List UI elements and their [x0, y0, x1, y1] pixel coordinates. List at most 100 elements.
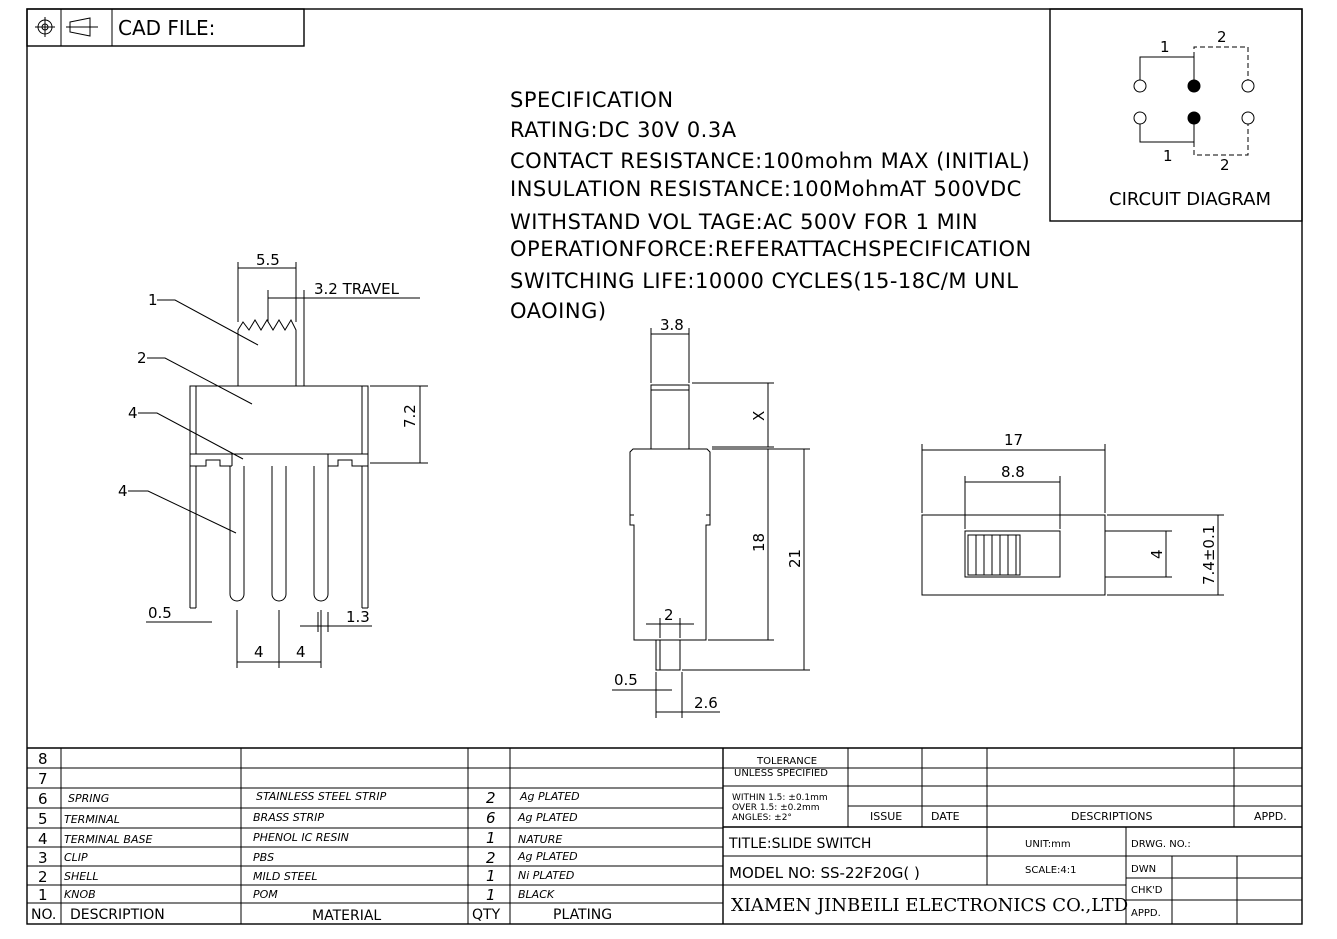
projection-symbol-icon	[35, 17, 98, 37]
bom-material: PHENOL IC RESIN	[253, 831, 349, 844]
bom-description: TERMINAL	[64, 813, 120, 826]
spec-line: RATING:DC 30V 0.3A	[510, 118, 737, 142]
revision-block: TOLERANCE UNLESS SPECIFIED WITHIN 1.5: ±…	[723, 748, 1302, 828]
scale-label: SCALE:4:1	[1025, 865, 1077, 876]
circuit-diagram: 1 2 1 2 CIRCUIT DIAGRAM	[1049, 8, 1303, 222]
dim-label: 4	[1148, 549, 1166, 559]
dim-label: 4	[254, 643, 264, 661]
tolerance-within: WITHIN 1.5: ±0.1mm	[732, 793, 828, 803]
dim-label: X	[750, 411, 768, 421]
spec-line: SWITCHING LIFE:10000 CYCLES(15-18C/M UNL	[510, 269, 1018, 293]
bom-no: 5	[38, 810, 48, 828]
bom-no: 6	[38, 790, 48, 808]
checked-by-label: CHK'D	[1131, 885, 1163, 896]
part-callout: 4	[128, 404, 138, 422]
dim-label: 8.8	[1001, 463, 1025, 481]
bom-row: 4 TERMINAL BASE PHENOL IC RESIN 1 NATURE	[38, 829, 562, 848]
bom-material: MILD STEEL	[253, 870, 318, 883]
bom-plating: Ag PLATED	[519, 790, 580, 803]
bom-plating: NATURE	[518, 833, 562, 846]
bom-row: 7	[38, 770, 48, 788]
tolerance-over: OVER 1.5: ±0.2mm	[732, 803, 819, 813]
dim-label: 1.3	[346, 608, 370, 626]
circuit-number: 2	[1220, 156, 1230, 174]
bom-description: CLIP	[64, 851, 88, 864]
issue-header: ISSUE	[870, 810, 902, 823]
dim-label: 2	[664, 606, 674, 624]
bom-no: 2	[38, 868, 48, 886]
bom-table: 8 7 6 SPRING STAINLESS STEEL STRIP 2 Ag …	[27, 747, 1302, 924]
approved-by-label: APPD.	[1131, 908, 1161, 919]
drawing-border	[26, 8, 1303, 925]
drawing-title: TITLE:SLIDE SWITCH	[728, 836, 871, 852]
bom-description: KNOB	[64, 888, 96, 901]
bom-plating: Ni PLATED	[518, 869, 574, 882]
dim-label: 3.8	[660, 316, 684, 334]
bom-row: 6 SPRING STAINLESS STEEL STRIP 2 Ag PLAT…	[38, 789, 580, 808]
bom-description: TERMINAL BASE	[64, 833, 152, 846]
bom-qty: 2	[486, 789, 496, 807]
tolerance-title: TOLERANCE	[756, 756, 817, 767]
circuit-number: 1	[1163, 147, 1173, 165]
bom-header-no: NO.	[31, 907, 56, 923]
spec-line: OAOING)	[510, 299, 607, 323]
info-block: TITLE:SLIDE SWITCH MODEL NO: SS-22F20G( …	[723, 827, 1302, 924]
spec-line: INSULATION RESISTANCE:100MohmAT 500VDC	[510, 177, 1022, 201]
bom-material: POM	[253, 888, 278, 901]
bom-material: STAINLESS STEEL STRIP	[256, 790, 387, 803]
date-header: DATE	[931, 810, 960, 823]
spec-heading: SPECIFICATION	[510, 88, 674, 112]
circuit-diagram-label: CIRCUIT DIAGRAM	[1109, 189, 1271, 210]
spec-line: CONTACT RESISTANCE:100mohm MAX (INITIAL)	[510, 149, 1030, 173]
spec-line: OPERATIONFORCE:REFERATTACHSPECIFICATION	[510, 237, 1032, 261]
dim-label: 5.5	[256, 251, 280, 269]
bom-row: 2 SHELL MILD STEEL 1 Ni PLATED	[38, 867, 574, 886]
cad-file-box: CAD FILE:	[26, 8, 305, 47]
bom-qty: 1	[486, 829, 496, 847]
tolerance-subtitle: UNLESS SPECIFIED	[734, 768, 828, 779]
bom-header-description: DESCRIPTION	[70, 907, 165, 923]
descriptions-header: DESCRIPTIONS	[1071, 810, 1152, 823]
bom-qty: 1	[486, 867, 496, 885]
drawn-by-label: DWN	[1131, 864, 1156, 875]
dim-label: 21	[786, 549, 804, 568]
top-view: 17 8.8 4 7.4±0.1	[921, 431, 1224, 596]
bom-no: 8	[38, 750, 48, 768]
bom-row: 3 CLIP PBS 2 Ag PLATED	[38, 849, 578, 867]
bom-qty: 2	[486, 849, 496, 867]
dim-label: 0.5	[614, 671, 638, 689]
cad-file-label: CAD FILE:	[118, 16, 215, 40]
bom-row: 5 TERMINAL BRASS STRIP 6 Ag PLATED	[38, 809, 578, 828]
part-callout: 4	[118, 482, 128, 500]
bom-no: 1	[38, 886, 48, 904]
bom-row: 1 KNOB POM 1 BLACK	[38, 886, 555, 904]
circuit-number: 1	[1160, 38, 1170, 56]
bom-row: 8	[38, 750, 48, 768]
bom-plating: BLACK	[518, 888, 555, 901]
bom-material: PBS	[253, 851, 274, 864]
bom-header-qty: QTY	[472, 907, 501, 923]
dim-label: 0.5	[148, 604, 172, 622]
circuit-number: 2	[1217, 28, 1227, 46]
bom-header-material: MATERIAL	[312, 908, 381, 924]
appd-header: APPD.	[1254, 810, 1287, 823]
part-callout: 2	[137, 349, 147, 367]
bom-no: 4	[38, 830, 48, 848]
spec-line: WITHSTAND VOL TAGE:AC 500V FOR 1 MIN	[510, 210, 978, 234]
dim-label: 3.2 TRAVEL	[314, 280, 400, 298]
company-name: XIAMEN JINBEILI ELECTRONICS CO.,LTD	[731, 895, 1128, 916]
dim-label: 7.2	[401, 404, 419, 428]
bom-qty: 1	[486, 886, 496, 904]
front-view: 5.5 3.2 TRAVEL 7.2 0.5 1.3 4 4 1 2 4 4	[118, 251, 428, 668]
drawing-number-label: DRWG. NO.:	[1131, 839, 1191, 850]
unit-label: UNIT:mm	[1025, 839, 1071, 850]
dim-label: 4	[296, 643, 306, 661]
bom-material: BRASS STRIP	[253, 811, 324, 824]
bom-description: SPRING	[68, 792, 109, 805]
bom-no: 7	[38, 770, 48, 788]
dim-label: 18	[750, 533, 768, 552]
model-number: MODEL NO: SS-22F20G( )	[729, 864, 920, 882]
bom-header-plating: PLATING	[553, 907, 612, 923]
bom-plating: Ag PLATED	[517, 850, 578, 863]
